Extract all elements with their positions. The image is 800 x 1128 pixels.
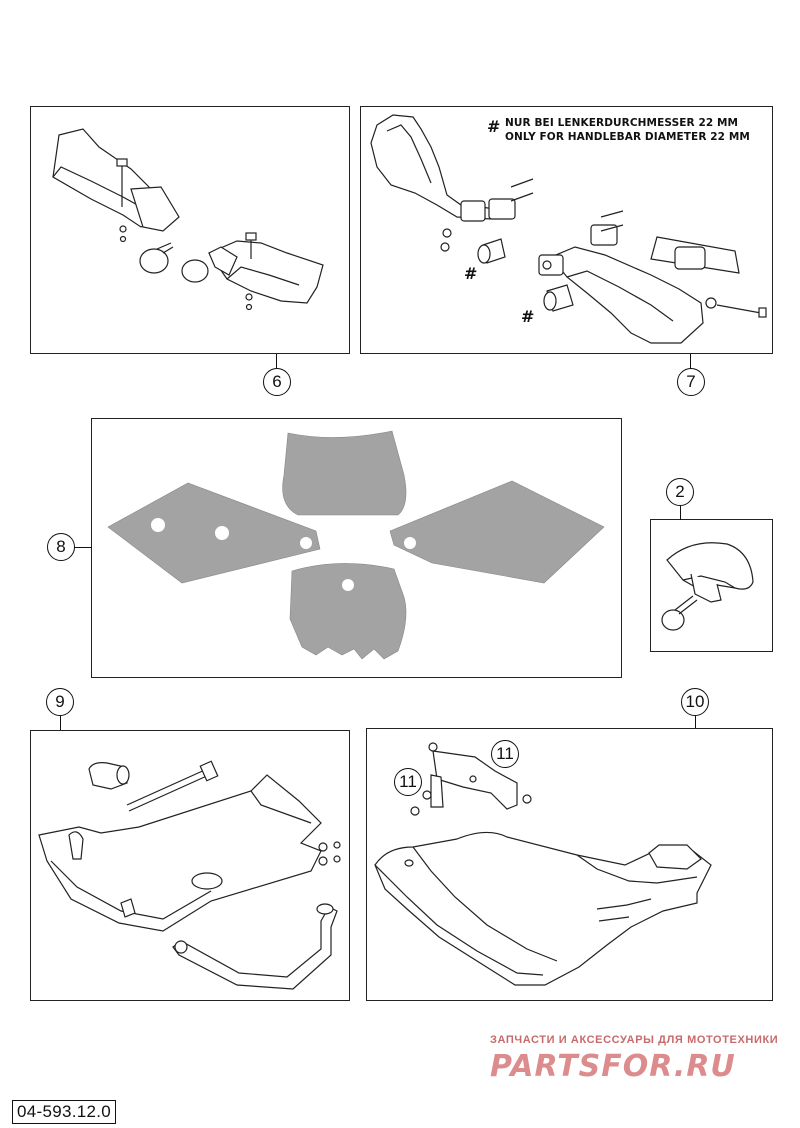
accessory-drawing <box>661 542 754 631</box>
leader-line-10 <box>695 716 697 728</box>
hash-mark-lower-spacer: # <box>521 307 535 326</box>
callout-6: 6 <box>263 368 291 396</box>
callout-9: 9 <box>46 688 74 716</box>
right-side-panel-decal <box>389 480 605 584</box>
handlebar-note-english: ONLY FOR HANDLEBAR DIAMETER 22 MM <box>505 131 750 143</box>
handlebar-note-german: NUR BEI LENKERDURCHMESSER 22 MM <box>505 117 739 129</box>
leader-line-6 <box>276 354 278 370</box>
left-side-panel-decal <box>107 482 321 584</box>
leader-line-2 <box>680 506 682 520</box>
panel-skid-plate-large <box>366 728 773 1001</box>
part-number-box: 04-593.12.0 <box>12 1100 117 1124</box>
panel-accessory <box>650 519 773 652</box>
callout-10: 10 <box>681 688 709 716</box>
hand-guards-drawing <box>52 128 324 311</box>
rear-number-plate-decal <box>289 563 407 660</box>
callout-11-right: 11 <box>491 740 519 768</box>
skid-plate-small-drawing <box>38 760 341 990</box>
hash-mark-upper-spacer: # <box>464 264 478 283</box>
leader-line-7 <box>690 354 692 370</box>
callout-7: 7 <box>677 368 705 396</box>
callout-11-left: 11 <box>394 768 422 796</box>
panel-skid-plate-small <box>30 730 350 1001</box>
leader-line-8 <box>74 547 92 549</box>
front-number-plate-decal <box>282 430 407 516</box>
note-hash-symbol: # <box>487 117 501 136</box>
watermark-logo: PARTSFOR.RU <box>490 1049 736 1084</box>
leader-line-9 <box>60 716 62 730</box>
handlebar-protectors-drawing <box>370 114 767 344</box>
watermark-tagline: ЗАПЧАСТИ И АКСЕССУАРЫ ДЛЯ МОТОТЕХНИКИ <box>490 1034 779 1046</box>
panel-handlebar-protectors <box>360 106 773 354</box>
panel-hand-guards <box>30 106 350 354</box>
callout-2: 2 <box>666 478 694 506</box>
skid-plate-large-drawing <box>374 742 712 986</box>
panel-decal-set <box>91 418 622 678</box>
callout-8: 8 <box>47 533 75 561</box>
decal-set-drawing <box>107 430 605 660</box>
